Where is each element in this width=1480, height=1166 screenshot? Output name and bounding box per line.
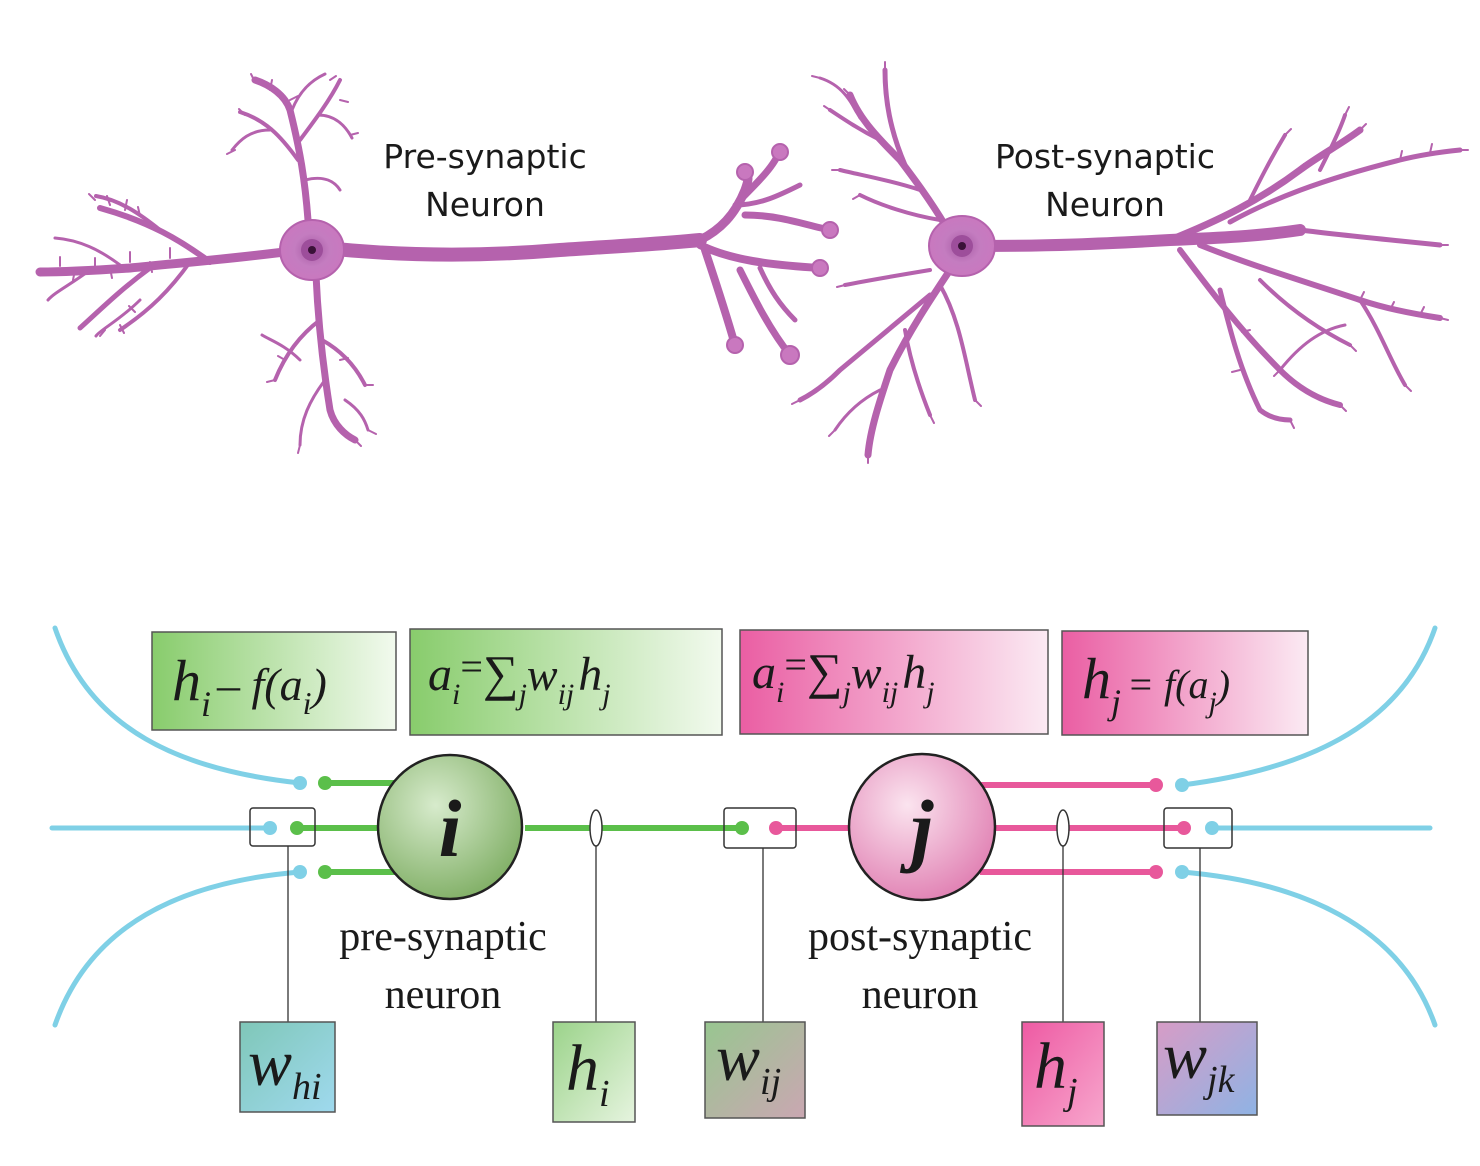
post-synaptic-node-label-line1: post-synaptic: [808, 914, 1032, 960]
box-w-ij: wij: [704, 1021, 806, 1119]
formula2-sigma-sub: j: [515, 678, 527, 711]
cyan-endpoints: [263, 776, 1219, 879]
probe-h-j: [1056, 809, 1070, 847]
formula4-a-sub: j: [1204, 686, 1216, 719]
svg-text:hi: hi: [566, 1032, 610, 1115]
box-w-jk: wjk: [1156, 1020, 1258, 1116]
w-hi-sub: hi: [292, 1066, 322, 1108]
formula4-close: ): [1215, 662, 1230, 707]
connector-lines: [287, 846, 1201, 1022]
probe-h-i: [589, 809, 603, 847]
w-ij-sub: ij: [760, 1061, 781, 1103]
formula3-sigma-sub: j: [839, 676, 851, 709]
synapse-box-right: [1163, 807, 1233, 849]
pre-synaptic-node-label-line1: pre-synaptic: [339, 914, 547, 960]
svg-text:whi: whi: [248, 1027, 322, 1108]
w-jk-main: w: [1163, 1020, 1207, 1093]
svg-text:hj= f(aj): hj= f(aj): [1082, 646, 1230, 722]
formula3-h: h: [902, 646, 926, 699]
synapse-box-middle: [723, 807, 797, 849]
box-h-j: hj: [1021, 1021, 1105, 1127]
pre-synaptic-dendrites: [35, 72, 834, 447]
pre-synaptic-label-line1: Pre-synaptic: [383, 137, 586, 176]
axon-terminal-knobs: [726, 143, 839, 365]
post-synaptic-label-line1: Post-synaptic: [995, 137, 1215, 176]
formula2-sigma: ∑: [483, 645, 519, 701]
svg-text:wij: wij: [716, 1022, 781, 1103]
node-i: i: [376, 753, 524, 901]
formula-pre-activation: hi– f(ai): [151, 631, 397, 731]
pink-connection-lines: [776, 782, 1184, 875]
formula-post-activation: hj= f(aj): [1061, 630, 1309, 736]
svg-text:ai=∑jwijhj: ai=∑jwijhj: [752, 642, 935, 709]
formula4-rest: = f(a: [1127, 662, 1208, 707]
formula-pre-sum: ai=∑jwijhj: [409, 628, 723, 736]
formula2-eq: =: [460, 644, 483, 689]
formula3-a-sub: i: [776, 676, 784, 709]
formula3-w-sub: ij: [882, 676, 899, 709]
formula3-h-sub: j: [922, 676, 934, 709]
formula2-w-sub: ij: [558, 678, 575, 711]
post-synaptic-dendrites: [797, 67, 1463, 459]
svg-text:wjk: wjk: [1163, 1020, 1236, 1101]
svg-text:hj: hj: [1034, 1030, 1078, 1113]
green-endpoints: [290, 776, 749, 879]
pre-synaptic-soma: [279, 219, 345, 281]
dendritic-spines: [59, 61, 1469, 464]
post-synaptic-soma: [928, 215, 996, 277]
w-hi-main: w: [248, 1027, 292, 1100]
formula2-h: h: [578, 648, 602, 701]
formula2-a: a: [428, 648, 452, 701]
h-j-main: h: [1034, 1030, 1067, 1103]
h-i-sub: i: [599, 1073, 610, 1115]
formula1-h-sub: i: [201, 684, 211, 724]
neuron-illustration: [35, 61, 1469, 464]
formula2-h-sub: j: [598, 678, 610, 711]
formula2-w: w: [527, 649, 558, 700]
formula-post-sum: ai=∑jwijhj: [739, 629, 1049, 735]
h-i-main: h: [566, 1032, 599, 1105]
box-w-hi: whi: [239, 1021, 336, 1113]
pink-endpoints: [769, 778, 1191, 879]
box-h-i: hi: [552, 1021, 636, 1123]
formula3-w: w: [851, 647, 882, 698]
formula1-rest: – f(a: [216, 659, 303, 710]
node-j: j: [847, 752, 997, 902]
w-ij-main: w: [716, 1022, 760, 1095]
pre-synaptic-label-line2: Neuron: [425, 185, 545, 224]
post-synaptic-node-label-line2: neuron: [862, 972, 979, 1018]
green-connection-lines: [297, 780, 742, 875]
formula3-a: a: [752, 646, 776, 699]
formula4-h: h: [1082, 646, 1111, 711]
synapse-boxes: [249, 807, 1233, 849]
cyan-connection-lines: [49, 625, 1438, 1028]
formula3-eq: =: [784, 642, 807, 687]
formula1-a-sub: i: [303, 685, 312, 721]
node-i-label: i: [439, 783, 462, 874]
pre-synaptic-node-label-line2: neuron: [385, 972, 502, 1018]
formula4-h-sub: j: [1107, 682, 1121, 722]
synapse-box-left: [249, 807, 316, 847]
formula3-sigma: ∑: [807, 643, 843, 699]
post-synaptic-label-line2: Neuron: [1045, 185, 1165, 224]
svg-text:hi– f(ai): hi– f(ai): [172, 648, 327, 724]
formula1-h: h: [172, 648, 201, 713]
formula2-a-sub: i: [452, 678, 460, 711]
w-jk-sub: jk: [1202, 1059, 1236, 1101]
svg-text:ai=∑jwijhj: ai=∑jwijhj: [428, 644, 611, 711]
formula1-close: ): [309, 659, 327, 710]
